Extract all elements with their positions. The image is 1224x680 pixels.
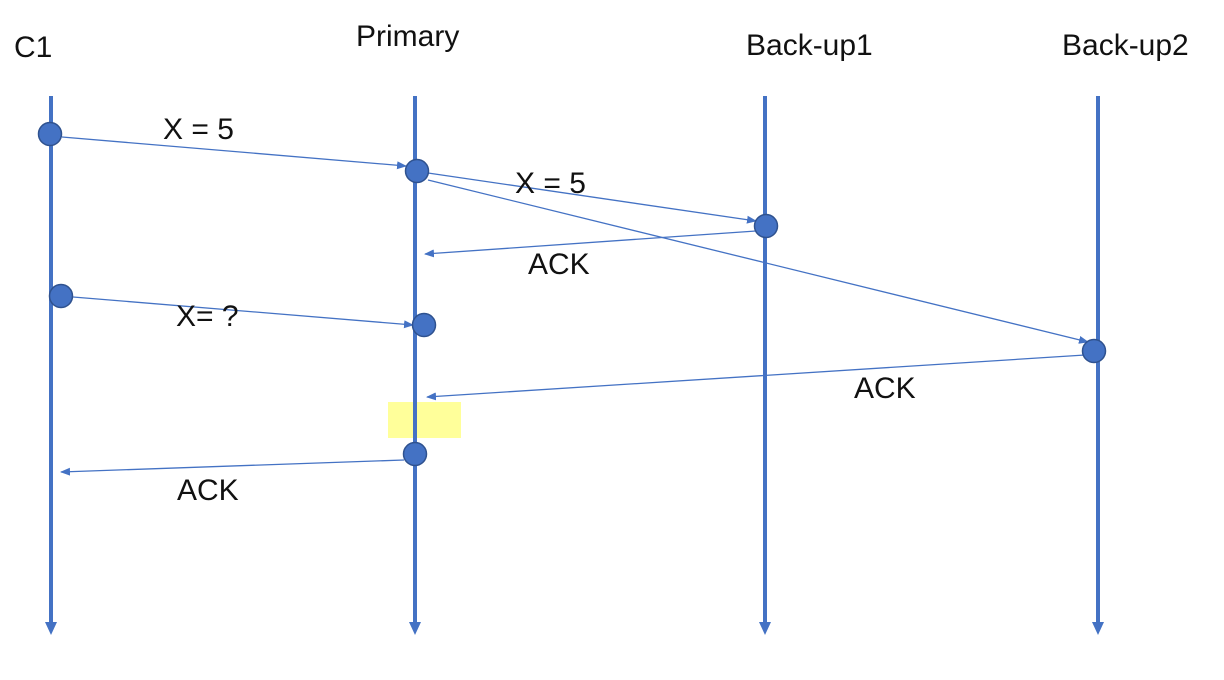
process-label-primary: Primary bbox=[356, 20, 460, 53]
event-primary-receive-write bbox=[404, 158, 430, 184]
event-backup2-receive-write bbox=[1081, 338, 1107, 364]
message-arrow-ack-backup1-primary bbox=[424, 230, 757, 258]
message-arrow-ack-backup2-primary bbox=[426, 354, 1086, 401]
message-arrow-write-c1-primary bbox=[61, 136, 407, 170]
event-backup1-receive-write bbox=[753, 213, 779, 239]
process-label-backup1: Back-up1 bbox=[746, 29, 873, 62]
message-arrow-ack-primary-c1 bbox=[60, 459, 405, 476]
message-arrow-write-primary-backup1 bbox=[427, 172, 757, 224]
message-label-read-c1-primary: X= ? bbox=[176, 300, 239, 333]
process-label-backup2: Back-up2 bbox=[1062, 29, 1189, 62]
message-label-write-c1-primary: X = 5 bbox=[163, 113, 234, 146]
timeline-arrowhead-c1 bbox=[45, 622, 57, 635]
event-c1-write bbox=[37, 121, 63, 147]
timeline-arrowhead-backup1 bbox=[759, 622, 771, 635]
process-label-c1: C1 bbox=[14, 31, 53, 64]
event-primary-send-ack bbox=[402, 441, 428, 467]
highlight-box bbox=[388, 402, 461, 438]
message-label-write-primary-backup1: X = 5 bbox=[515, 167, 586, 200]
event-primary-receive-read bbox=[411, 312, 437, 338]
event-c1-read bbox=[48, 283, 74, 309]
events bbox=[37, 121, 1107, 467]
message-label-ack-backup1-primary: ACK bbox=[528, 248, 590, 281]
message-label-ack-primary-c1: ACK bbox=[177, 474, 239, 507]
timeline-arrowhead-primary bbox=[409, 622, 421, 635]
message-label-ack-backup2-primary: ACK bbox=[854, 372, 916, 405]
messages bbox=[60, 136, 1089, 476]
message-arrow-read-c1-primary bbox=[72, 296, 414, 329]
message-arrow-write-primary-backup2 bbox=[427, 179, 1089, 344]
timeline-arrowhead-backup2 bbox=[1092, 622, 1104, 635]
